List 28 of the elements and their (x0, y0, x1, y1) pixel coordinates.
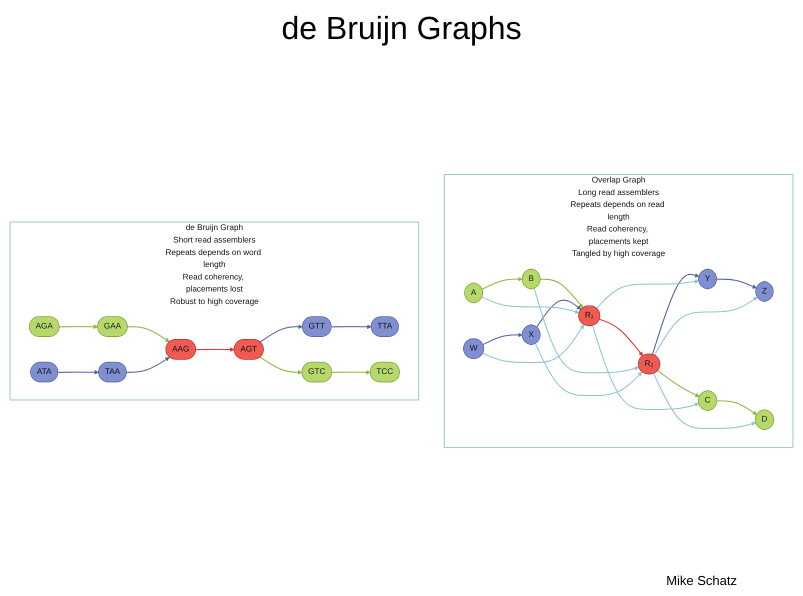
arrow (535, 343, 642, 396)
arrow (482, 276, 523, 290)
arrow (534, 288, 640, 374)
arrow (58, 370, 99, 375)
arrow (654, 296, 758, 356)
arrow (717, 400, 758, 415)
arrow (332, 324, 372, 330)
arrow (260, 324, 303, 342)
arrow (260, 356, 302, 375)
arrow (482, 332, 523, 345)
slide-title: de Bruijn Graphs (281, 10, 522, 47)
arrow (536, 300, 582, 328)
arrow (540, 278, 584, 308)
arrow (599, 318, 644, 356)
arrow (126, 357, 170, 373)
arrow (592, 325, 700, 410)
arrow (59, 324, 98, 330)
arrow (652, 273, 700, 355)
arrow (196, 347, 234, 352)
arrow (658, 370, 700, 398)
caption: Mike Schatz (666, 573, 737, 588)
arrow (482, 324, 584, 364)
arrow (332, 370, 371, 375)
arrow (482, 296, 580, 314)
arrow (596, 279, 700, 309)
arrow (716, 278, 757, 289)
arrow (128, 326, 170, 342)
arrow (653, 373, 756, 430)
